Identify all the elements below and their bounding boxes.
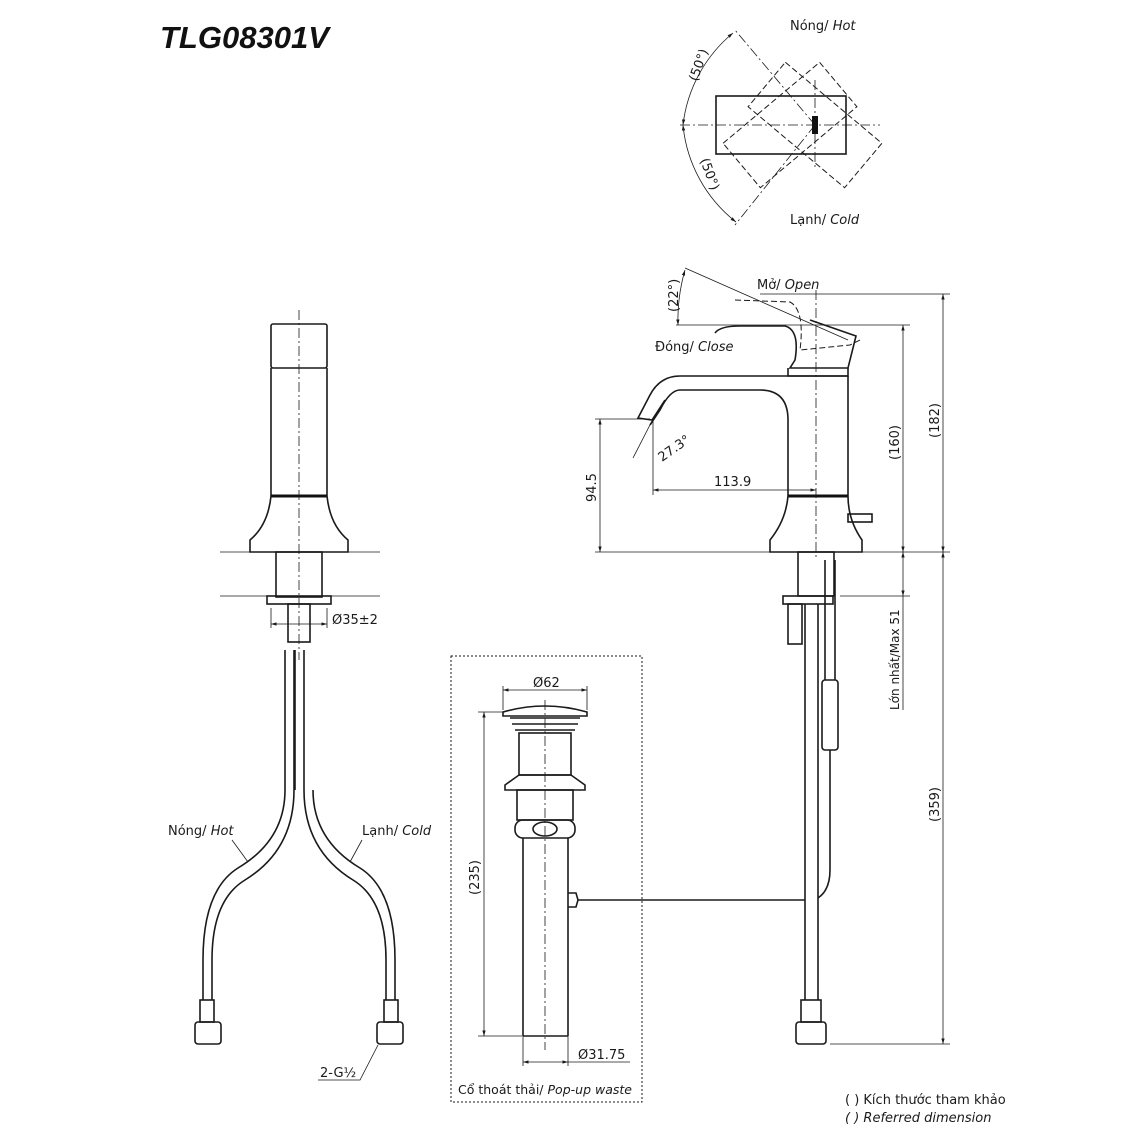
spout-angle-label: 27.3° — [656, 433, 694, 466]
front-view: Ø35±2 Nóng/ Hot Lạnh/ Cold 2-G½ — [168, 310, 432, 1081]
max-thickness-label: Lớn nhất/Max 51 — [888, 609, 902, 710]
front-cold-label: Lạnh/ Cold — [362, 824, 432, 839]
close-label: Đóng/ Close — [655, 340, 733, 355]
hole-diameter-label: Ø35±2 — [332, 613, 378, 628]
thread-label: 2-G½ — [320, 1066, 356, 1081]
angle-cold-label: (50°) — [696, 156, 721, 192]
legend-line-2: ( ) Referred dimension — [845, 1111, 991, 1126]
spout-height-label: 94.5 — [585, 473, 600, 502]
top-cold-label: Lạnh/ Cold — [790, 213, 860, 228]
lever-angle-label: (22°) — [667, 279, 682, 312]
model-title: TLG08301V — [160, 20, 331, 55]
hose-length-label: (359) — [928, 787, 943, 822]
top-hot-label: Nóng/ Hot — [790, 19, 856, 34]
top-view: Nóng/ Hot Lạnh/ Cold (50°) (50°) — [680, 19, 883, 228]
waste-pipe-dia-label: Ø31.75 — [578, 1048, 625, 1063]
waste-top-dia-label: Ø62 — [533, 676, 560, 691]
spout-reach-label: 113.9 — [714, 475, 751, 490]
legend: ( ) Kích thước tham khảo ( ) Referred di… — [845, 1093, 1006, 1126]
front-hot-label: Nóng/ Hot — [168, 824, 234, 839]
popup-waste: Ø62 (235) Ø31.75 Cổ thoát thải/ Pop-up w… — [450, 655, 805, 1103]
side-view: Mở/ Open Đóng/ Close (22°) 27.3° 113.9 9… — [585, 267, 950, 1045]
height-160-label: (160) — [888, 425, 903, 460]
angle-hot-label: (50°) — [687, 47, 712, 83]
open-label: Mở/ Open — [757, 278, 819, 293]
waste-length-label: (235) — [468, 860, 483, 895]
height-182-label: (182) — [928, 403, 943, 438]
legend-line-1: ( ) Kích thước tham khảo — [845, 1093, 1006, 1108]
waste-caption: Cổ thoát thải/ Pop-up waste — [458, 1082, 632, 1097]
